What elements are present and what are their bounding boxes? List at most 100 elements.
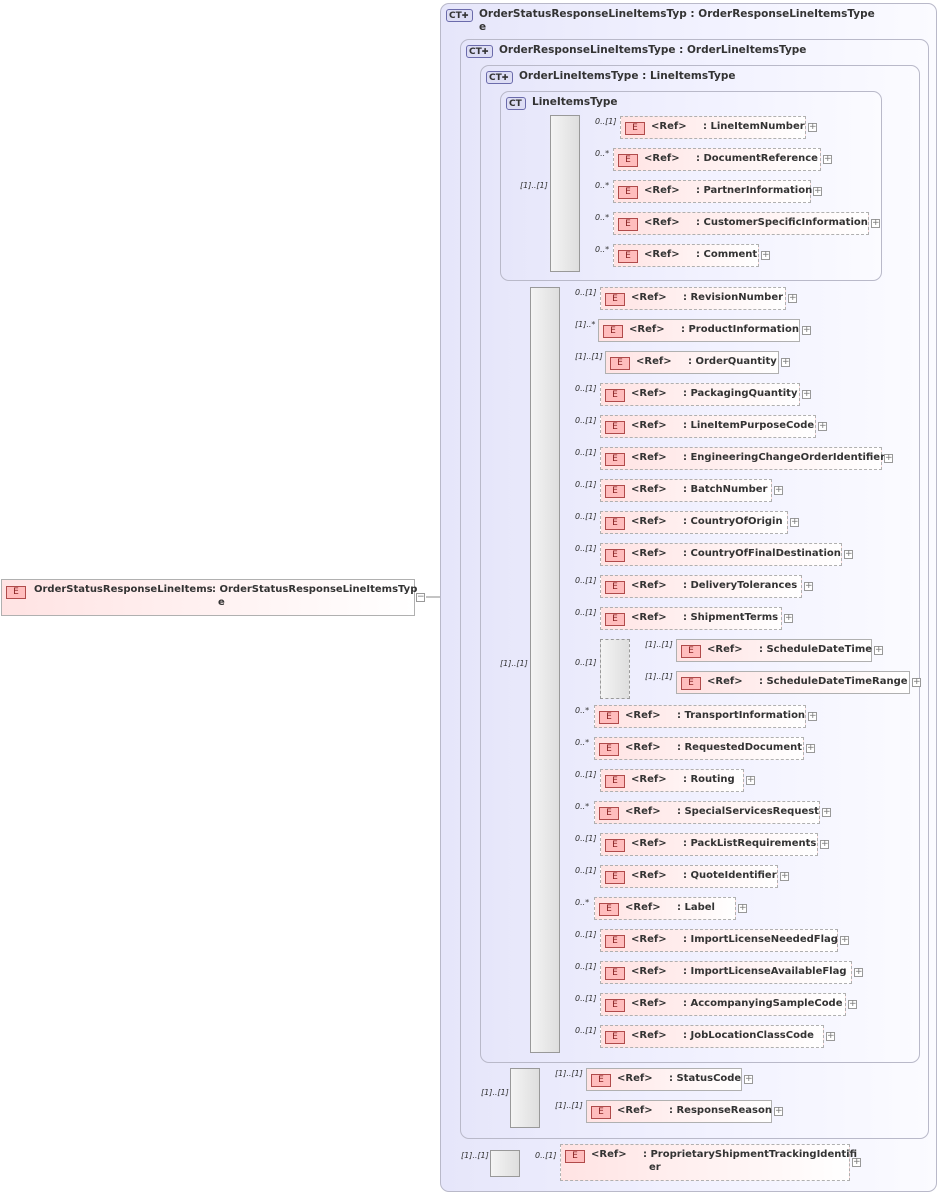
element-ref[interactable]: E<Ref>: CustomerSpecificInformation [613, 212, 869, 235]
element-ref[interactable]: E<Ref>: BatchNumber [600, 479, 772, 502]
expand-icon[interactable]: + [802, 389, 811, 399]
element-ref[interactable]: E<Ref>: CountryOfOrigin [600, 511, 788, 534]
expand-icon[interactable]: + [808, 711, 817, 721]
element-ref[interactable]: E<Ref>: ScheduleDateTimeRange [676, 671, 910, 694]
element-name: : StatusCode [669, 1073, 742, 1084]
element-name: : ScheduleDateTimeRange [759, 676, 908, 687]
expand-icon[interactable]: + [823, 154, 832, 164]
expand-icon[interactable]: + [806, 743, 815, 753]
sequence-compositor-outer[interactable] [490, 1150, 520, 1177]
cardinality-label: 0..[1] [575, 416, 597, 425]
expand-icon[interactable]: + [808, 122, 817, 132]
expand-icon[interactable]: + [813, 186, 822, 196]
element-ref[interactable]: E<Ref>: Comment [613, 244, 759, 267]
expand-icon[interactable]: + [852, 1157, 861, 1167]
expand-icon[interactable]: + [738, 903, 747, 913]
expand-icon[interactable]: + [802, 325, 811, 335]
element-ref[interactable]: E<Ref>: LineItemPurposeCode [600, 415, 816, 438]
element-ref[interactable]: E<Ref>: ProprietaryShipmentTrackingIdent… [560, 1144, 857, 1181]
element-ref[interactable]: E<Ref>: OrderQuantity [605, 351, 779, 374]
element-ref[interactable]: E<Ref>: Label [594, 897, 736, 920]
complex-type-line-items-label: LineItemsType [532, 96, 618, 108]
collapse-icon[interactable]: − [416, 592, 425, 602]
cardinality-label: 0..[1] [575, 962, 597, 971]
element-ref[interactable]: E<Ref>: StatusCode [586, 1068, 742, 1091]
element-ref[interactable]: E<Ref>: PackListRequirements [600, 833, 818, 856]
expand-icon[interactable]: + [820, 839, 829, 849]
element-ref[interactable]: E<Ref>: DeliveryTolerances [600, 575, 802, 598]
root-element-type-wrap: e [218, 597, 225, 608]
element-name-wrap: er [649, 1162, 661, 1173]
element-ref[interactable]: E<Ref>: RevisionNumber [600, 287, 786, 310]
expand-icon[interactable]: + [790, 517, 799, 527]
expand-icon[interactable]: + [854, 967, 863, 977]
expand-icon[interactable]: + [746, 775, 755, 785]
ref-label: <Ref> [631, 484, 667, 495]
expand-icon[interactable]: + [784, 613, 793, 623]
sequence-compositor-schedule[interactable] [600, 639, 630, 699]
expand-icon[interactable]: + [884, 453, 893, 463]
sequence-compositor-line-items[interactable] [550, 115, 580, 272]
element-badge-icon: E [605, 421, 625, 434]
element-ref[interactable]: E<Ref>: Routing [600, 769, 744, 792]
expand-icon[interactable]: + [912, 677, 921, 687]
cardinality-label: 0..[1] [575, 512, 597, 521]
element-ref[interactable]: E<Ref>: LineItemNumber [620, 116, 806, 139]
expand-icon[interactable]: + [822, 807, 831, 817]
ref-label: <Ref> [631, 612, 667, 623]
element-ref[interactable]: E<Ref>: ImportLicenseNeededFlag [600, 929, 838, 952]
cardinality-label: 0..[1] [575, 480, 597, 489]
expand-icon[interactable]: + [774, 1106, 783, 1116]
element-ref[interactable]: E<Ref>: SpecialServicesRequest [594, 801, 820, 824]
expand-icon[interactable]: + [848, 999, 857, 1009]
element-ref[interactable]: E<Ref>: TransportInformation [594, 705, 806, 728]
expand-icon[interactable]: + [788, 293, 797, 303]
expand-icon[interactable]: + [744, 1074, 753, 1084]
element-ref[interactable]: E<Ref>: RequestedDocument [594, 737, 804, 760]
sequence-compositor-order-response[interactable] [510, 1068, 540, 1128]
cardinality-label: 0..* [575, 738, 590, 747]
element-ref[interactable]: E<Ref>: ImportLicenseAvailableFlag [600, 961, 852, 984]
element-ref[interactable]: E<Ref>: PackagingQuantity [600, 383, 800, 406]
expand-icon[interactable]: + [874, 645, 883, 655]
ref-label: <Ref> [631, 934, 667, 945]
expand-icon[interactable]: + [774, 485, 783, 495]
element-ref[interactable]: E<Ref>: ResponseReason [586, 1100, 772, 1123]
complex-type-badge-icon: CT✚ [486, 71, 513, 84]
expand-icon[interactable]: + [818, 421, 827, 431]
complex-type-outer-label-wrap: e [479, 21, 487, 33]
element-name: : ShipmentTerms [683, 612, 779, 623]
element-ref[interactable]: E<Ref>: CountryOfFinalDestination [600, 543, 842, 566]
element-name: : CustomerSpecificInformation [696, 217, 868, 228]
element-badge-icon: E [591, 1106, 611, 1119]
expand-icon[interactable]: + [761, 250, 770, 260]
expand-icon[interactable]: + [840, 935, 849, 945]
expand-icon[interactable]: + [844, 549, 853, 559]
element-ref[interactable]: E<Ref>: ScheduleDateTime [676, 639, 872, 662]
root-element[interactable]: E OrderStatusResponseLineItems : OrderSt… [1, 579, 417, 616]
expand-icon[interactable]: + [804, 581, 813, 591]
ref-label: <Ref> [644, 185, 680, 196]
element-ref[interactable]: E<Ref>: ProductInformation [598, 319, 800, 342]
element-ref[interactable]: E<Ref>: ShipmentTerms [600, 607, 782, 630]
cardinality-label: 0..[1] [575, 576, 597, 585]
element-ref[interactable]: E<Ref>: EngineeringChangeOrderIdentifier [600, 447, 885, 470]
element-ref[interactable]: E<Ref>: AccompanyingSampleCode [600, 993, 846, 1016]
element-ref[interactable]: E<Ref>: QuoteIdentifier [600, 865, 778, 888]
element-badge-icon: E [618, 154, 638, 167]
element-ref[interactable]: E<Ref>: DocumentReference [613, 148, 821, 171]
element-badge-icon: E [591, 1074, 611, 1087]
cardinality-label: 0..[1] [575, 658, 597, 667]
complex-type-badge-icon: CT✚ [466, 45, 493, 58]
cardinality-label: [1]..[1] [461, 1151, 489, 1160]
cardinality-label: [1]..[1] [575, 352, 603, 361]
element-badge-icon: E [605, 389, 625, 402]
sequence-compositor-order-line-items[interactable] [530, 287, 560, 1053]
expand-icon[interactable]: + [871, 218, 880, 228]
expand-icon[interactable]: + [780, 871, 789, 881]
expand-icon[interactable]: + [781, 357, 790, 367]
expand-icon[interactable]: + [826, 1031, 835, 1041]
element-badge-icon: E [605, 517, 625, 530]
element-ref[interactable]: E<Ref>: PartnerInformation [613, 180, 812, 203]
element-ref[interactable]: E<Ref>: JobLocationClassCode [600, 1025, 824, 1048]
